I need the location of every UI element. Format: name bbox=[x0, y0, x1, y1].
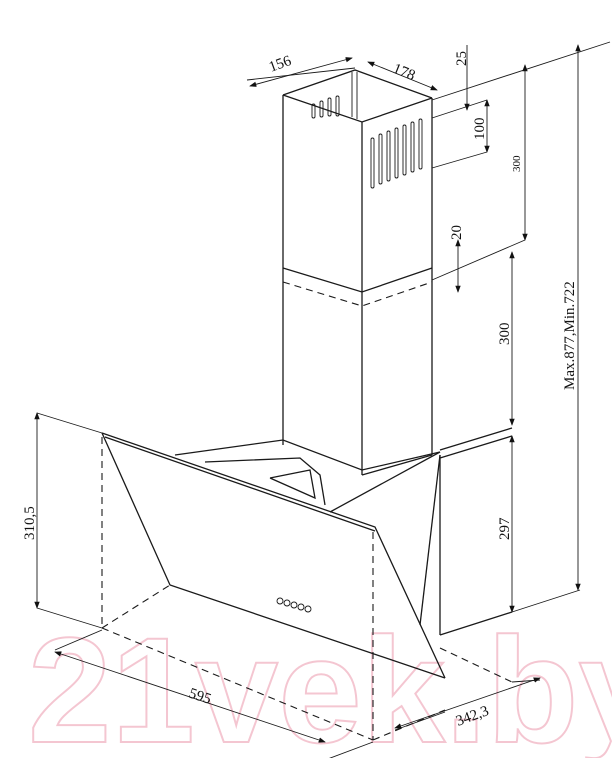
dim-vent-height: 100 bbox=[472, 118, 488, 141]
dim-body-height-right: 297 bbox=[497, 517, 513, 540]
dim-body-height-left: 310,5 bbox=[22, 506, 38, 540]
watermark: 21vek.by bbox=[28, 606, 612, 758]
dim-overlap: 20 bbox=[449, 225, 465, 240]
hood-body bbox=[101, 427, 513, 741]
control-buttons bbox=[276, 597, 312, 613]
dimension-lines bbox=[34, 41, 611, 758]
dim-upper-chimney: 300 bbox=[511, 155, 523, 172]
dim-top-offset: 25 bbox=[454, 51, 470, 66]
lower-chimney bbox=[282, 267, 433, 476]
dim-chimney-width: 178 bbox=[391, 61, 418, 84]
vent-slots bbox=[311, 95, 423, 189]
dim-total-height: Max.877,Min.722 bbox=[562, 281, 578, 390]
dim-width: 595 bbox=[187, 686, 213, 708]
upper-chimney bbox=[282, 69, 433, 455]
dim-chimney-depth: 156 bbox=[267, 53, 294, 76]
dim-lower-chimney: 300 bbox=[497, 323, 513, 346]
